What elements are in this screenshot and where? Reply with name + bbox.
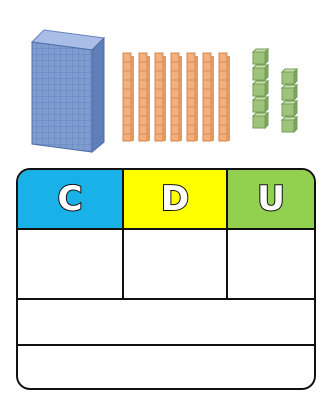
writing-line-row[interactable] bbox=[18, 300, 314, 346]
header-cell-units: U bbox=[226, 170, 314, 228]
header-cell-tens: D bbox=[122, 170, 226, 228]
answer-cell-hundreds[interactable] bbox=[18, 230, 122, 298]
unit-cube bbox=[282, 69, 297, 84]
unit-cube bbox=[253, 113, 268, 128]
place-value-answer-row bbox=[18, 230, 314, 300]
answer-cell-units[interactable] bbox=[226, 230, 314, 298]
unit-cube bbox=[282, 117, 297, 132]
header-label-c: C bbox=[58, 182, 83, 216]
unit-cube bbox=[253, 65, 268, 80]
unit-cube bbox=[253, 49, 268, 64]
ten-rod bbox=[171, 53, 182, 141]
place-value-table: C D U bbox=[16, 168, 316, 390]
answer-cell-tens[interactable] bbox=[122, 230, 226, 298]
ten-rod bbox=[219, 53, 230, 141]
unit-cube bbox=[282, 85, 297, 100]
place-value-header-row: C D U bbox=[18, 170, 314, 230]
hundreds-flat-block bbox=[32, 30, 104, 152]
unit-cube bbox=[253, 97, 268, 112]
base-ten-blocks-illustration bbox=[0, 0, 333, 160]
ten-rod bbox=[123, 53, 134, 141]
header-cell-hundreds: C bbox=[18, 170, 122, 228]
header-label-u: U bbox=[257, 182, 285, 216]
units-cubes bbox=[253, 49, 297, 132]
ten-rod bbox=[203, 53, 214, 141]
ten-rod bbox=[187, 53, 198, 141]
tens-rods bbox=[123, 53, 230, 141]
header-label-d: D bbox=[161, 182, 189, 216]
ten-rod bbox=[139, 53, 150, 141]
writing-line-row[interactable] bbox=[18, 346, 314, 386]
ten-rod bbox=[155, 53, 166, 141]
unit-cube bbox=[282, 101, 297, 116]
unit-cube bbox=[253, 81, 268, 96]
